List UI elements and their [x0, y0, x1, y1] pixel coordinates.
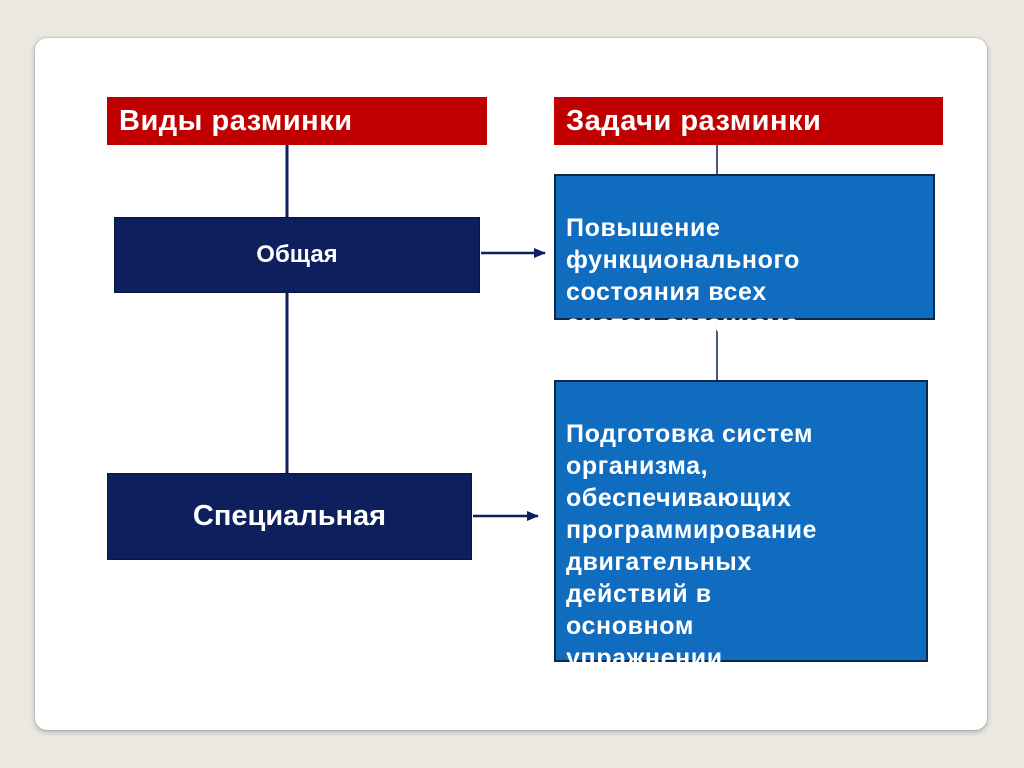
task-text-functional-state: Повышение функционального состояния всех…: [566, 214, 801, 338]
warmup-tasks-header: Задачи разминки: [554, 97, 943, 145]
general-warmup-box: Общая: [114, 217, 480, 293]
warmup-types-header: Виды разминки: [107, 97, 487, 145]
general-warmup-label: Общая: [256, 241, 338, 268]
special-warmup-box: Специальная: [107, 473, 472, 560]
task-text-systems-preparation: Подготовка систем организма, обеспечиваю…: [566, 420, 818, 672]
task-box-systems-preparation: Подготовка систем организма, обеспечиваю…: [554, 380, 928, 672]
special-warmup-label: Специальная: [192, 500, 387, 532]
task-box-functional-state: Повышение функционального состояния всех…: [554, 174, 935, 338]
